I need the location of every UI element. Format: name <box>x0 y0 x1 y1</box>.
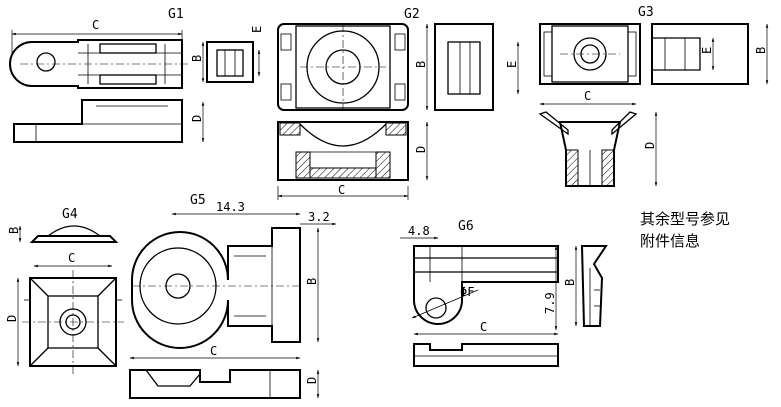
g3-top-outline <box>539 23 641 85</box>
g4-side-arc <box>47 225 101 237</box>
g4-d-label: D <box>5 315 19 322</box>
g3-b-label: B <box>754 47 768 54</box>
g4-diag <box>29 277 49 297</box>
g3-ring-outer <box>573 37 607 71</box>
g4-side-outline <box>29 235 119 243</box>
g4-diag <box>29 347 49 367</box>
g2-hatch <box>295 151 311 179</box>
g4-c-label: C <box>68 251 75 265</box>
g1-top-outline <box>9 39 183 89</box>
g5-d-label: D <box>305 377 319 384</box>
g5-group: G5 14.3 3.2 B C D <box>129 193 337 399</box>
g2-side-outline <box>434 23 494 111</box>
g3-side-inner <box>652 37 701 71</box>
g1-c-label: C <box>92 18 99 32</box>
g2-hatch <box>279 122 301 136</box>
g2-front-outline <box>277 121 409 181</box>
g2-saddle <box>299 123 387 147</box>
g5-width-label: 14.3 <box>216 200 245 214</box>
g5-c-label: C <box>210 344 217 358</box>
g5-b-label: B <box>305 278 319 285</box>
g5-front-outline <box>129 369 301 399</box>
g6-offset-label: 4.8 <box>408 224 430 238</box>
g4-diag <box>97 277 117 297</box>
g3-wing-right <box>611 111 638 136</box>
g1-group: G1 C B E D <box>9 7 264 143</box>
g6-height-label: 7.9 <box>543 292 557 314</box>
g3-wing-left <box>538 111 569 136</box>
g6-hole <box>425 297 447 319</box>
g6-label: G6 <box>458 219 474 234</box>
g1-hole <box>36 52 56 72</box>
note-line-2: 附件信息 <box>640 232 701 250</box>
g1-b-label: B <box>190 55 204 62</box>
g2-d-label: D <box>414 146 428 153</box>
g1-side-inner <box>216 49 244 77</box>
g2-e-label: E <box>505 61 519 68</box>
g4-label: G4 <box>62 207 78 222</box>
g3-slot <box>543 31 553 77</box>
g3-group: G3 E B C D <box>538 5 769 187</box>
g3-hatch <box>565 149 579 187</box>
g1-slot-top <box>99 43 157 54</box>
g2-notch <box>280 83 292 101</box>
g5-label: G5 <box>190 193 206 208</box>
g3-c-label: C <box>584 89 591 103</box>
g1-e-label: E <box>250 26 264 33</box>
g6-f-leader <box>411 289 479 319</box>
g1-d-label: D <box>190 115 204 122</box>
g3-e-label: E <box>700 47 714 54</box>
g5-top-outline <box>131 227 301 349</box>
g4-b-label: B <box>7 227 21 234</box>
g2-label: G2 <box>404 7 420 22</box>
g6-f-label: ΦF <box>460 285 474 299</box>
g3-label: G3 <box>638 5 654 20</box>
g1-label: G1 <box>168 7 184 22</box>
g6-top-outline <box>413 245 559 325</box>
g3-d-label: D <box>643 142 657 149</box>
g2-hatch <box>385 122 407 136</box>
other-models-note: 其余型号参见 附件信息 <box>640 208 730 252</box>
g2-b-label: B <box>414 61 428 68</box>
g2-c-label: C <box>338 183 345 197</box>
g6-group: G6 4.8 ΦF 7.9 B C <box>400 219 608 367</box>
g1-slot-bottom <box>99 74 157 85</box>
g2-hatch <box>375 151 391 179</box>
g2-notch <box>280 33 292 51</box>
g2-group: G2 B E D C <box>277 7 520 200</box>
g6-c-label: C <box>480 320 487 334</box>
g1-side-outline <box>206 41 254 83</box>
g2-hatch <box>309 167 377 179</box>
g6-b-label: B <box>563 279 577 286</box>
g2-notch <box>394 33 406 51</box>
g5-flange-label: 3.2 <box>308 210 330 224</box>
g4-diag <box>97 347 117 367</box>
g3-side-outline <box>651 23 749 85</box>
g2-notch <box>394 83 406 101</box>
g2-side-inner <box>447 41 481 95</box>
note-line-1: 其余型号参见 <box>640 210 731 228</box>
g3-hatch <box>601 149 615 187</box>
g5-front-inner <box>145 369 201 387</box>
g6-side-outline <box>580 245 608 327</box>
g3-slot <box>627 31 637 77</box>
g6-front-outline <box>413 343 559 367</box>
g4-group: G4 B C D <box>5 207 124 374</box>
